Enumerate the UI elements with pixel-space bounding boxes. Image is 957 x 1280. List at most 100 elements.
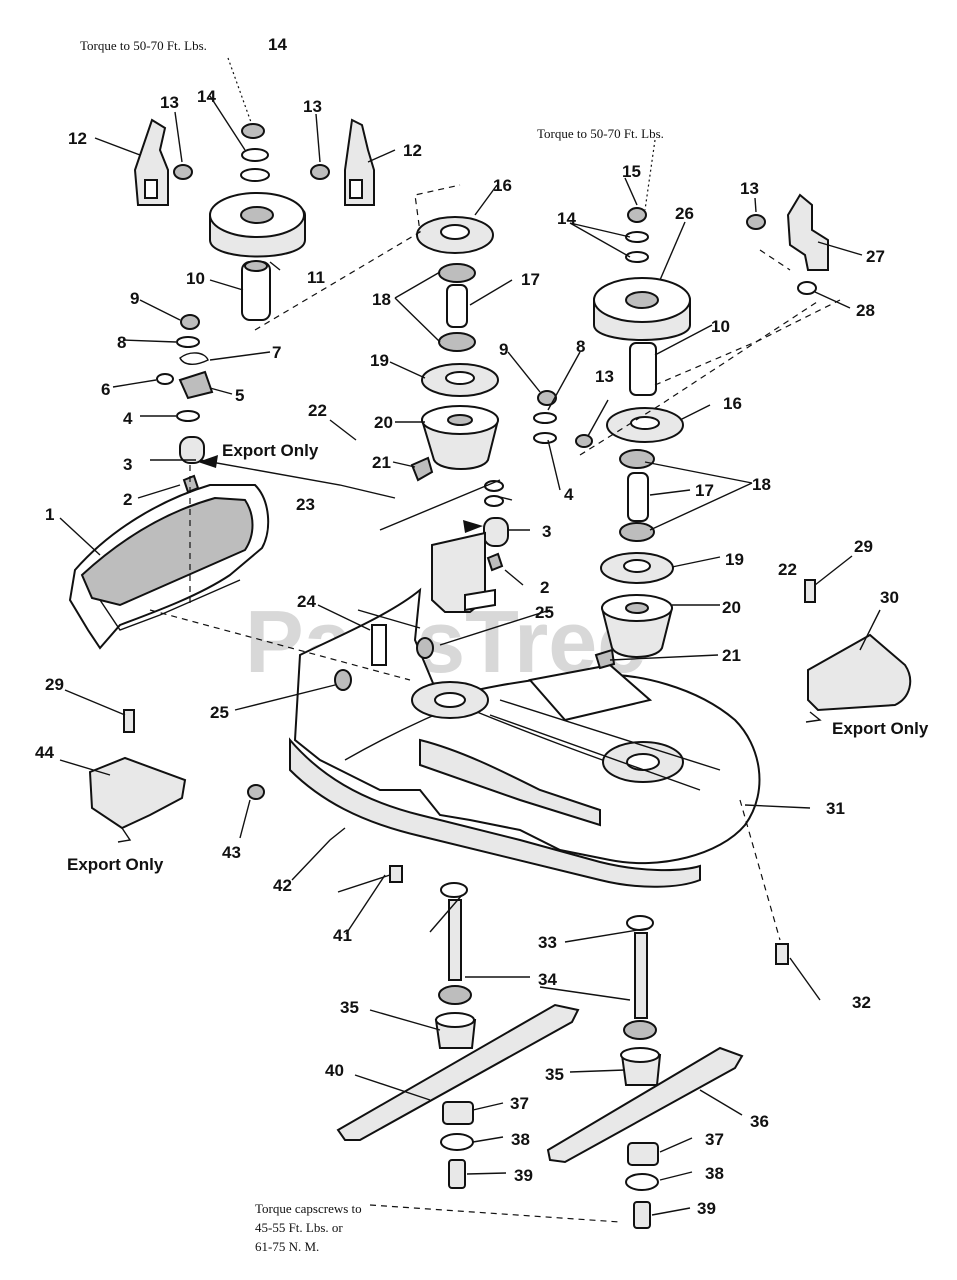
- callout-14: 14: [197, 87, 216, 106]
- callout-39: 39: [697, 1199, 716, 1218]
- callout-17: 17: [521, 270, 540, 289]
- callout-39: 39: [514, 1166, 533, 1185]
- callout-16: 16: [493, 176, 512, 195]
- bolt-32: [775, 943, 789, 965]
- callout-25: 25: [535, 603, 554, 622]
- callout-7: 7: [272, 343, 281, 362]
- mower-deck-housing: [289, 587, 761, 888]
- callout-35: 35: [340, 998, 359, 1017]
- callout-11: 11: [307, 268, 325, 287]
- callout-41: 41: [333, 926, 352, 945]
- callout-31: 31: [826, 799, 845, 818]
- leader-lines: [59, 57, 881, 1223]
- callout-27: 27: [866, 247, 885, 266]
- callout-19: 19: [725, 550, 744, 569]
- callout-8: 8: [576, 337, 585, 356]
- center-spindle-assembly: [410, 216, 500, 482]
- callout-6: 6: [101, 380, 110, 399]
- left-pulley-assembly: [209, 123, 306, 321]
- nut-13-right: [746, 214, 766, 230]
- callout-13: 13: [595, 367, 614, 386]
- callout-38: 38: [705, 1164, 724, 1183]
- callout-numbers: 14 14 13 13 12 12 16 10 11 17 18 9 8 7 1…: [35, 35, 899, 1218]
- callout-30: 30: [880, 588, 899, 607]
- export-only-right: Export Only: [832, 719, 929, 738]
- export-cover-right: [805, 633, 912, 723]
- callout-4: 4: [123, 409, 133, 428]
- blade-right: [546, 1046, 744, 1164]
- torque-note-bottom-1: Torque capscrews to: [255, 1201, 362, 1216]
- callout-20: 20: [374, 413, 393, 432]
- callout-3: 3: [123, 455, 132, 474]
- callout-22: 22: [308, 401, 327, 420]
- callout-18: 18: [372, 290, 391, 309]
- callout-36: 36: [750, 1112, 769, 1131]
- callout-13: 13: [160, 93, 179, 112]
- callout-9: 9: [130, 289, 139, 308]
- nut-43: [247, 784, 265, 800]
- callout-1: 1: [45, 505, 54, 524]
- spindle-shaft-right: [620, 915, 662, 1086]
- callout-8: 8: [117, 333, 126, 352]
- callout-37: 37: [705, 1130, 724, 1149]
- callout-10: 10: [186, 269, 205, 288]
- export-only-left: Export Only: [67, 855, 164, 874]
- callout-43: 43: [222, 843, 241, 862]
- arrow-center: [463, 520, 483, 533]
- callout-17: 17: [695, 481, 714, 500]
- callout-33: 33: [538, 933, 557, 952]
- export-only-center: Export Only: [222, 441, 319, 460]
- callout-25: 25: [210, 703, 229, 722]
- arrow-left: [198, 455, 218, 468]
- spindle-shaft-left: [434, 882, 477, 1049]
- callout-9: 9: [499, 340, 508, 359]
- callout-35: 35: [545, 1065, 564, 1084]
- torque-note-right: Torque to 50-70 Ft. Lbs.: [537, 126, 664, 141]
- callout-2: 2: [123, 490, 132, 509]
- callout-2: 2: [540, 578, 549, 597]
- deck-bracket-right-rear: [786, 193, 829, 271]
- callout-4: 4: [564, 485, 574, 504]
- callout-3: 3: [542, 522, 551, 541]
- bracket-24: [371, 624, 387, 666]
- callout-34: 34: [538, 970, 557, 989]
- callout-23: 23: [296, 495, 315, 514]
- callout-15: 15: [622, 162, 641, 181]
- callout-37: 37: [510, 1094, 529, 1113]
- torque-note-left: Torque to 50-70 Ft. Lbs.: [80, 38, 207, 53]
- callout-22: 22: [778, 560, 797, 579]
- screw-29-left: [123, 709, 135, 733]
- callout-13: 13: [303, 97, 322, 116]
- torque-note-bottom-2: 45-55 Ft. Lbs. or: [255, 1220, 343, 1235]
- callout-21: 21: [372, 453, 391, 472]
- idler-hardware-left: [156, 314, 214, 494]
- nut-13-left: [173, 164, 193, 180]
- bolt-25-left: [334, 669, 352, 691]
- callout-14: 14: [268, 35, 287, 54]
- screw-29-right: [804, 579, 816, 603]
- nut-13-center: [310, 164, 330, 180]
- nut-13-deck: [575, 434, 593, 448]
- callout-40: 40: [325, 1061, 344, 1080]
- callout-32: 32: [852, 993, 871, 1012]
- callout-12: 12: [403, 141, 422, 160]
- callout-14: 14: [557, 209, 576, 228]
- bolt-41: [389, 865, 403, 883]
- callout-10: 10: [711, 317, 730, 336]
- right-spindle-assembly: [593, 207, 691, 670]
- callout-19: 19: [370, 351, 389, 370]
- callout-24: 24: [297, 592, 316, 611]
- belt-guard: [68, 484, 270, 650]
- callout-18: 18: [752, 475, 771, 494]
- callout-29: 29: [45, 675, 64, 694]
- bolt-25-center: [416, 637, 434, 659]
- callout-5: 5: [235, 386, 244, 405]
- callout-20: 20: [722, 598, 741, 617]
- callout-26: 26: [675, 204, 694, 223]
- export-cover-left: [88, 756, 187, 843]
- callout-44: 44: [35, 743, 54, 762]
- idler-bracket: [379, 479, 501, 613]
- torque-note-bottom-3: 61-75 N. M.: [255, 1239, 319, 1254]
